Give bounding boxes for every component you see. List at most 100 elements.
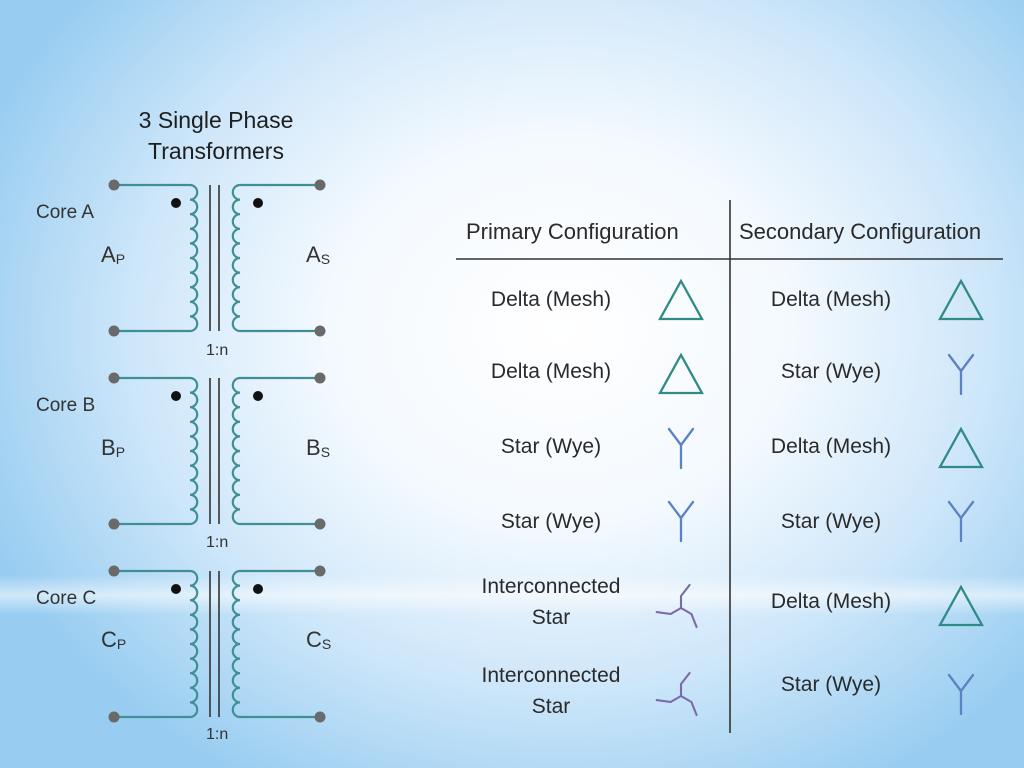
wye-icon — [667, 427, 695, 470]
secondary-subscript: S — [320, 251, 331, 267]
wye-icon — [947, 353, 975, 396]
row-2-secondary-text: Star (Wye) — [780, 360, 882, 383]
terminal-icon — [108, 325, 120, 337]
core-b-secondary-label: BS — [306, 435, 330, 461]
primary-winding — [114, 183, 199, 333]
terminal-icon — [314, 711, 326, 723]
zigzag-icon — [655, 583, 698, 629]
secondary-winding — [231, 376, 320, 526]
core-b-label: Core B — [36, 395, 96, 416]
core-b-ratio: 1:n — [206, 534, 229, 551]
transformer-core-a — [108, 179, 326, 337]
terminal-icon — [108, 711, 120, 723]
row-5-secondary-text: Delta (Mesh) — [770, 590, 892, 613]
row-4-secondary-text: Star (Wye) — [780, 510, 882, 533]
transformer-core-b — [108, 372, 326, 530]
row-4-primary-text: Star (Wye) — [500, 510, 602, 533]
terminal-icon — [108, 518, 120, 530]
header-primary-configuration: Primary Configuration — [466, 219, 679, 244]
core-a-secondary-label: AS — [306, 242, 330, 268]
terminal-icon — [314, 325, 326, 337]
title-line-2: Transformers — [148, 138, 284, 164]
wye-arm — [679, 500, 695, 520]
wye-arm — [667, 500, 683, 520]
zigzag-arm — [655, 694, 683, 704]
row-2-primary-text: Delta (Mesh) — [490, 360, 612, 383]
primary-winding — [114, 376, 199, 526]
diagram-title: 3 Single Phase Transformers — [139, 105, 294, 167]
row-1-primary-text: Delta (Mesh) — [490, 288, 612, 311]
secondary-letter: C — [306, 627, 322, 652]
secondary-subscript: S — [320, 444, 331, 460]
primary-letter: C — [101, 627, 117, 652]
zigzag-arm — [655, 606, 683, 616]
wye-arm — [959, 353, 975, 373]
delta-icon — [938, 278, 984, 321]
polarity-dot-secondary — [253, 584, 263, 594]
core-c-ratio: 1:n — [206, 726, 229, 743]
core-a-label: Core A — [36, 202, 95, 223]
zigzag-arm — [679, 694, 698, 717]
polarity-dot-secondary — [253, 391, 263, 401]
core-c-secondary-label: CS — [306, 627, 331, 653]
primary-winding — [114, 569, 199, 719]
wye-arm — [959, 500, 975, 520]
core-a-primary-label: AP — [101, 242, 125, 268]
row-1-secondary-text: Delta (Mesh) — [770, 288, 892, 311]
primary-subscript: P — [115, 444, 126, 460]
terminal-icon — [108, 565, 120, 577]
delta-icon — [658, 352, 704, 395]
row-3-secondary-text: Delta (Mesh) — [770, 435, 892, 458]
polarity-dot-primary — [171, 584, 181, 594]
secondary-winding — [231, 569, 320, 719]
wye-arm — [947, 500, 963, 520]
zigzag-arm — [679, 671, 691, 698]
core-c-primary-label: CP — [101, 627, 126, 653]
secondary-subscript: S — [321, 636, 332, 652]
background-highlight-band — [0, 575, 1024, 615]
terminal-icon — [108, 179, 120, 191]
configuration-icons — [655, 278, 984, 717]
polarity-dot-primary — [171, 198, 181, 208]
zigzag-arm — [679, 583, 691, 610]
delta-icon — [658, 278, 704, 321]
terminal-icon — [314, 372, 326, 384]
wye-icon — [947, 673, 975, 716]
primary-letter: B — [101, 435, 116, 460]
transformer-core-c — [108, 565, 326, 723]
wye-arm — [679, 427, 695, 447]
row-6-secondary-text: Star (Wye) — [780, 673, 882, 696]
terminal-icon — [314, 565, 326, 577]
row-5-primary-text: Interconnected Star — [481, 575, 621, 629]
secondary-winding — [231, 183, 320, 333]
polarity-dot-primary — [171, 391, 181, 401]
wye-arm — [947, 353, 963, 373]
zigzag-arm — [679, 606, 698, 629]
primary-subscript: P — [116, 636, 127, 652]
secondary-letter: A — [306, 242, 321, 267]
terminal-icon — [314, 179, 326, 191]
delta-icon — [938, 584, 984, 627]
zigzag-icon — [655, 671, 698, 717]
row-3-primary-text: Star (Wye) — [500, 435, 602, 458]
wye-arm — [947, 673, 963, 693]
title-line-1: 3 Single Phase — [138, 107, 294, 133]
wye-icon — [667, 500, 695, 543]
wye-icon — [947, 500, 975, 543]
wye-arm — [959, 673, 975, 693]
core-c-label: Core C — [36, 588, 97, 609]
core-b-primary-label: BP — [101, 435, 125, 461]
terminal-icon — [314, 518, 326, 530]
terminal-icon — [108, 372, 120, 384]
primary-subscript: P — [115, 251, 126, 267]
header-secondary-configuration: Secondary Configuration — [739, 219, 982, 244]
core-a-ratio: 1:n — [206, 342, 229, 359]
wye-arm — [667, 427, 683, 447]
row-6-primary-text: Interconnected Star — [481, 664, 621, 718]
transformer-drawings — [108, 179, 326, 723]
primary-letter: A — [101, 242, 116, 267]
polarity-dot-secondary — [253, 198, 263, 208]
delta-icon — [938, 426, 984, 469]
secondary-letter: B — [306, 435, 321, 460]
